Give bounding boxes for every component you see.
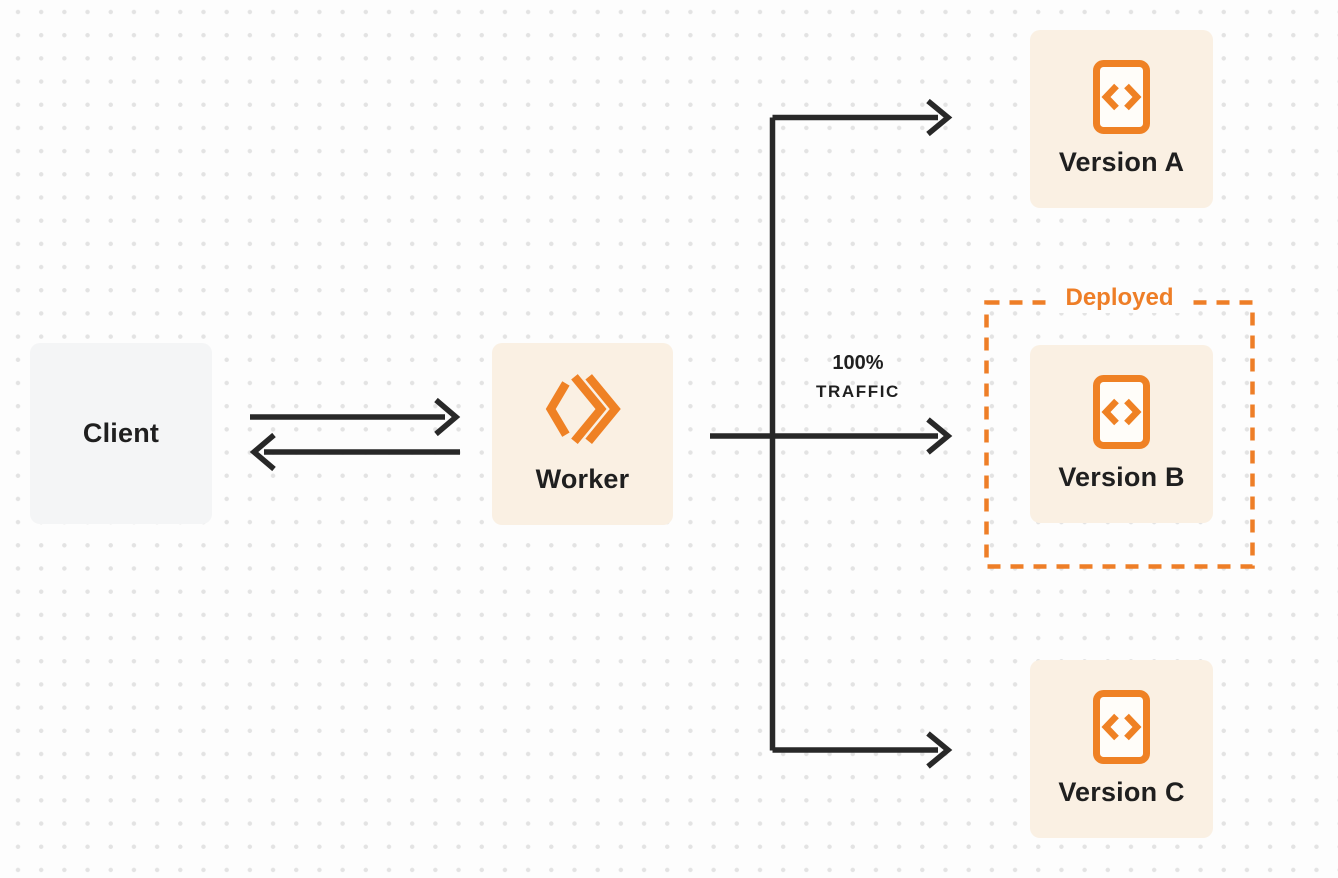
- code-file-icon: [1093, 375, 1150, 449]
- version-b-label: Version B: [1058, 462, 1185, 492]
- arrow-worker-to-version-b: [710, 417, 953, 455]
- code-file-icon: [1093, 690, 1150, 764]
- node-worker: Worker: [492, 343, 673, 525]
- version-c-label: Version C: [1058, 777, 1185, 807]
- node-version-c: Version C: [1030, 660, 1213, 838]
- traffic-percent-label: 100%: [832, 352, 884, 374]
- code-file-icon: [1093, 60, 1150, 134]
- client-label: Client: [82, 418, 160, 448]
- arrow-worker-to-client: [249, 432, 460, 472]
- version-a-label: Version A: [1058, 147, 1185, 177]
- worker-label: Worker: [535, 464, 630, 494]
- workers-logo-icon: [545, 374, 621, 445]
- deployed-dashed-frame: [984, 300, 1255, 569]
- arrow-worker-to-version-c: [772, 731, 953, 769]
- arrow-worker-to-version-a: [772, 98, 953, 137]
- node-client: Client: [30, 343, 212, 524]
- node-version-b: Version B: [1030, 345, 1213, 523]
- traffic-annotation: 100% TRAFFIC: [788, 350, 928, 408]
- arrow-client-to-worker: [250, 397, 461, 437]
- traffic-word-label: TRAFFIC: [816, 382, 900, 401]
- node-version-a: Version A: [1030, 30, 1213, 208]
